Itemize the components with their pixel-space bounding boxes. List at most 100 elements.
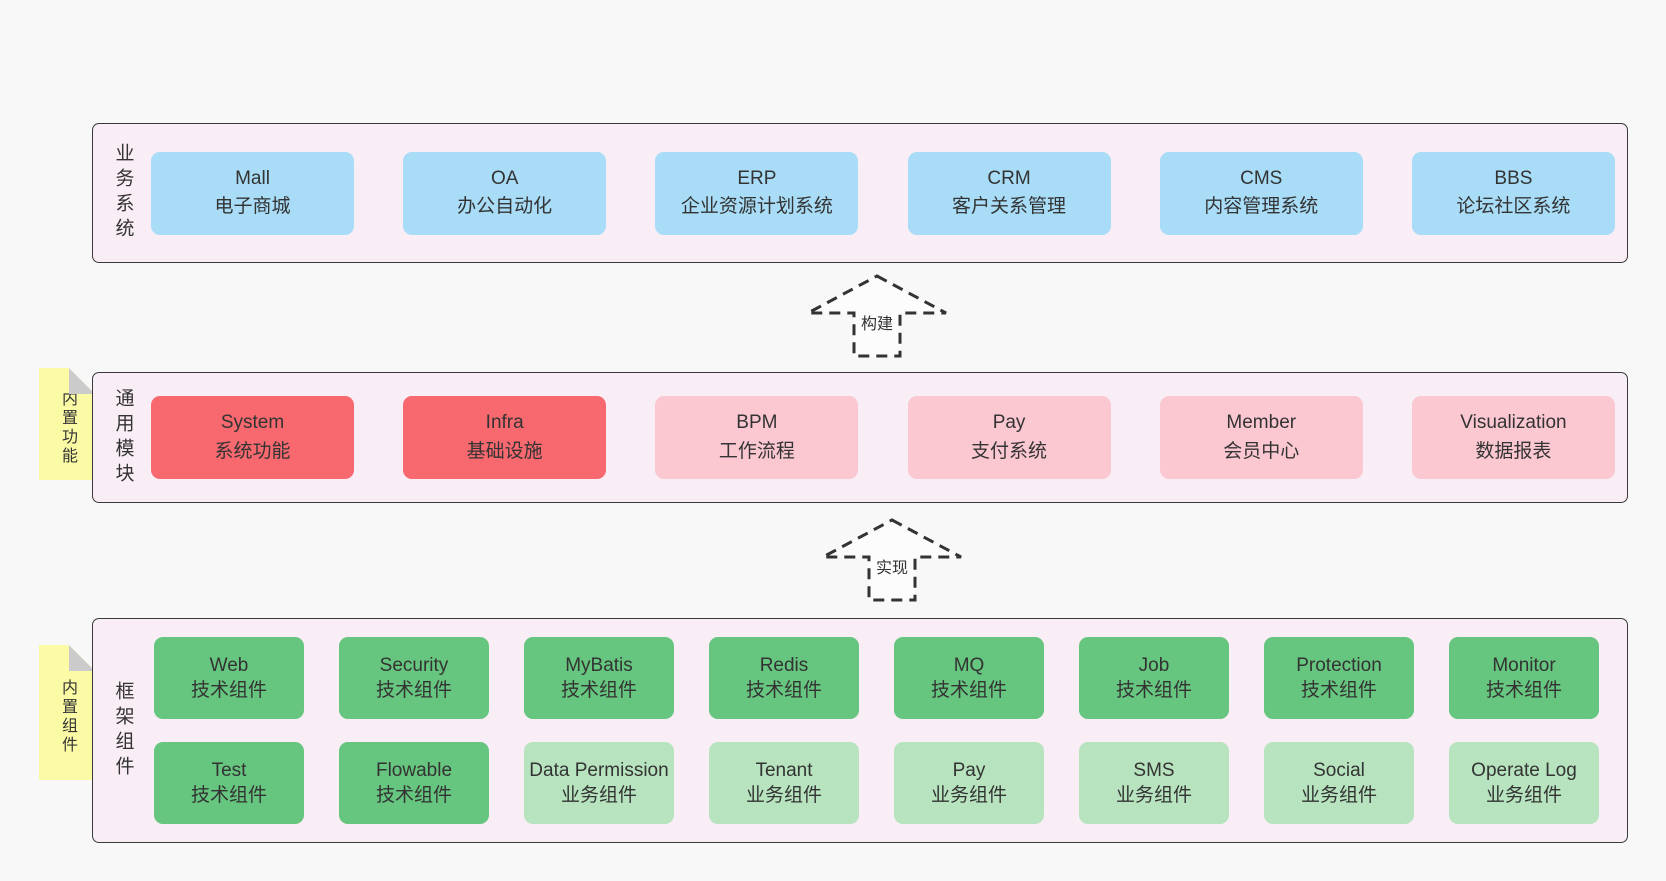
- box-desc: 技术组件: [745, 680, 822, 701]
- box-cms: CMS 内容管理系统: [1159, 151, 1363, 235]
- box-desc: 电子商城: [214, 196, 291, 217]
- box-name: Operate Log: [1471, 759, 1577, 781]
- box-desc: 基础设施: [466, 440, 543, 462]
- box-name: Test: [211, 759, 247, 781]
- box-social: Social 业务组件: [1264, 742, 1414, 824]
- box-name: Social: [1313, 759, 1365, 781]
- box-desc: 内容管理系统: [1204, 196, 1319, 217]
- box-redis: Redis 技术组件: [709, 637, 859, 719]
- box-desc: 技术组件: [190, 785, 267, 806]
- box-desc: 业务组件: [560, 785, 637, 806]
- box-name: Pay: [992, 412, 1026, 433]
- module-boxes: System 系统功能 Infra 基础设施 BPM 工作流程 Pay 支付系统…: [151, 396, 1615, 479]
- box-oa: OA 办公自动化: [403, 151, 607, 235]
- box-name: Visualization: [1460, 412, 1567, 433]
- box-desc: 业务组件: [1485, 785, 1562, 806]
- box-desc: 办公自动化: [457, 196, 553, 217]
- box-desc: 论坛社区系统: [1456, 196, 1571, 217]
- box-data-permission: Data Permission 业务组件: [524, 742, 674, 824]
- implement-arrow: 实现: [820, 518, 964, 602]
- box-desc: 业务组件: [930, 785, 1007, 806]
- component-row-2: Test 技术组件 Flowable 技术组件 Data Permission …: [154, 742, 1599, 824]
- build-arrow-label: 构建: [857, 314, 897, 335]
- box-bbs: BBS 论坛社区系统: [1411, 151, 1615, 235]
- box-desc: 会员中心: [1223, 440, 1300, 462]
- build-arrow: 构建: [805, 274, 949, 358]
- box-desc: 技术组件: [930, 680, 1007, 701]
- box-name: Tenant: [755, 759, 813, 781]
- sticky-tab-label: 内置组件: [59, 678, 76, 755]
- component-row-1: Web 技术组件 Security 技术组件 MyBatis 技术组件 Redi…: [154, 637, 1599, 719]
- box-mybatis: MyBatis 技术组件: [524, 637, 674, 719]
- box-name: Web: [209, 654, 249, 676]
- layer-components-label: 框架组件: [112, 680, 134, 781]
- box-desc: 支付系统: [971, 440, 1048, 462]
- box-desc: 业务组件: [1300, 785, 1377, 806]
- box-operate-log: Operate Log 业务组件: [1449, 742, 1599, 824]
- box-name: SMS: [1133, 759, 1175, 781]
- box-desc: 数据报表: [1475, 440, 1552, 462]
- box-name: Infra: [485, 412, 524, 433]
- box-name: Member: [1226, 412, 1297, 433]
- box-name: BBS: [1494, 167, 1533, 189]
- box-desc: 企业资源计划系统: [680, 196, 833, 217]
- box-name: BPM: [736, 412, 778, 433]
- box-name: Protection: [1296, 654, 1382, 676]
- box-test: Test 技术组件: [154, 742, 304, 824]
- box-name: OA: [490, 167, 519, 189]
- layer-common-modules: 通用模块 System 系统功能 Infra 基础设施 BPM 工作流程 Pay…: [92, 372, 1628, 503]
- box-desc: 技术组件: [375, 785, 452, 806]
- box-name: Job: [1138, 654, 1170, 676]
- box-desc: 业务组件: [1115, 785, 1192, 806]
- box-tenant: Tenant 业务组件: [709, 742, 859, 824]
- box-pay-component: Pay 业务组件: [894, 742, 1044, 824]
- box-name: CRM: [987, 167, 1031, 189]
- box-sms: SMS 业务组件: [1079, 742, 1229, 824]
- box-name: Mall: [235, 167, 270, 189]
- box-name: Redis: [759, 654, 809, 676]
- box-erp: ERP 企业资源计划系统: [655, 151, 859, 235]
- box-desc: 技术组件: [1115, 680, 1192, 701]
- layer-business-label: 业务系统: [112, 143, 134, 243]
- box-mq: MQ 技术组件: [894, 637, 1044, 719]
- box-name: Monitor: [1492, 654, 1556, 676]
- box-monitor: Monitor 技术组件: [1449, 637, 1599, 719]
- layer-framework-components: 框架组件 Web 技术组件 Security 技术组件 MyBatis 技术组件…: [92, 618, 1628, 843]
- box-name: Security: [379, 654, 449, 676]
- box-visualization: Visualization 数据报表: [1411, 396, 1615, 479]
- box-crm: CRM 客户关系管理: [907, 151, 1111, 235]
- box-desc: 技术组件: [190, 680, 267, 701]
- box-desc: 技术组件: [375, 680, 452, 701]
- box-desc: 技术组件: [1300, 680, 1377, 701]
- box-name: ERP: [737, 167, 777, 189]
- box-job: Job 技术组件: [1079, 637, 1229, 719]
- layer-modules-label: 通用模块: [112, 387, 134, 488]
- box-protection: Protection 技术组件: [1264, 637, 1414, 719]
- box-desc: 工作流程: [718, 440, 795, 462]
- box-system: System 系统功能: [151, 396, 354, 479]
- box-member: Member 会员中心: [1159, 396, 1363, 479]
- layer-business-systems: 业务系统 Mall 电子商城 OA 办公自动化 ERP 企业资源计划系统 CRM…: [92, 123, 1628, 263]
- component-rows: Web 技术组件 Security 技术组件 MyBatis 技术组件 Redi…: [154, 637, 1599, 824]
- box-name: CMS: [1240, 167, 1283, 189]
- box-security: Security 技术组件: [339, 637, 489, 719]
- box-mall: Mall 电子商城: [151, 151, 354, 235]
- box-desc: 技术组件: [560, 680, 637, 701]
- box-name: Flowable: [375, 759, 453, 781]
- sticky-tab-built-in-components: 内置组件: [39, 645, 95, 780]
- box-bpm: BPM 工作流程: [655, 396, 859, 479]
- box-desc: 业务组件: [745, 785, 822, 806]
- box-name: Pay: [952, 759, 986, 781]
- box-desc: 技术组件: [1485, 680, 1562, 701]
- sticky-tab-label: 内置功能: [59, 390, 76, 466]
- box-desc: 客户关系管理: [952, 196, 1067, 217]
- box-flowable: Flowable 技术组件: [339, 742, 489, 824]
- box-name: Data Permission: [529, 759, 669, 781]
- implement-arrow-label: 实现: [872, 558, 912, 579]
- box-name: MyBatis: [565, 654, 633, 676]
- sticky-tab-built-in-features: 内置功能: [39, 368, 95, 480]
- box-desc: 系统功能: [214, 440, 291, 462]
- box-infra: Infra 基础设施: [403, 396, 607, 479]
- box-name: MQ: [953, 654, 985, 676]
